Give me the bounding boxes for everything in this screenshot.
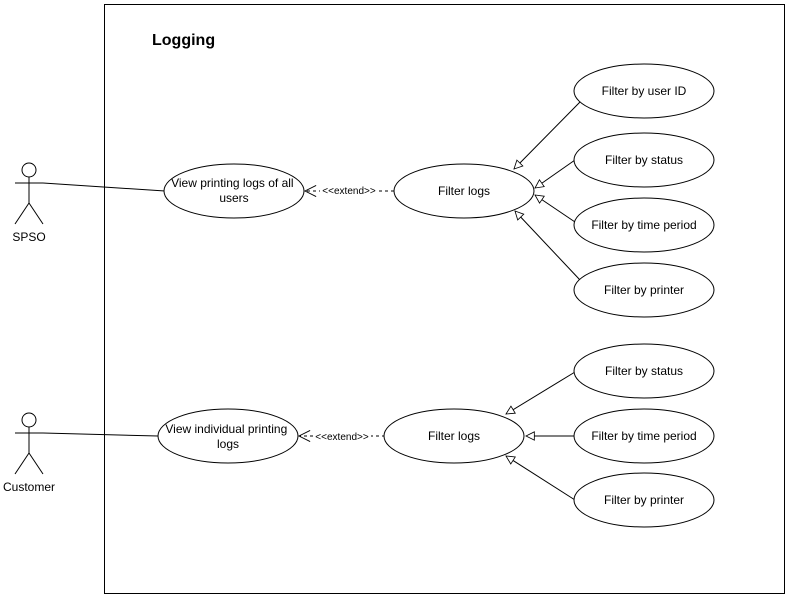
use-case-filter-logs-top-label: Filter logs bbox=[438, 184, 490, 198]
generalization-printer-top bbox=[515, 211, 581, 281]
use-case-filter-printer-top: Filter by printer bbox=[573, 262, 715, 318]
use-case-filter-logs-bottom-label: Filter logs bbox=[428, 429, 480, 443]
generalization-status-bottom bbox=[506, 371, 576, 414]
generalization-status-top bbox=[535, 159, 576, 188]
use-case-filter-logs-bottom: Filter logs bbox=[383, 408, 525, 464]
use-case-filter-time-top-label: Filter by time period bbox=[591, 218, 696, 232]
use-case-filter-time-bottom-label: Filter by time period bbox=[591, 429, 696, 443]
use-case-filter-status-top: Filter by status bbox=[573, 132, 715, 188]
actor-spso: SPSO bbox=[12, 162, 46, 244]
use-case-filter-status-bottom: Filter by status bbox=[573, 343, 715, 399]
use-case-filter-status-bottom-label: Filter by status bbox=[605, 364, 683, 378]
use-case-view-individual-logs-label: View individual printing logs bbox=[165, 422, 290, 451]
use-case-filter-printer-bottom-label: Filter by printer bbox=[604, 493, 684, 507]
use-case-view-all-logs-label: View printing logs of all users bbox=[171, 176, 297, 205]
use-case-view-all-logs: View printing logs of all users bbox=[163, 163, 305, 219]
use-case-filter-time-bottom: Filter by time period bbox=[573, 408, 715, 464]
boundary-title: Logging bbox=[152, 32, 215, 49]
actor-spso-label: SPSO bbox=[12, 230, 45, 244]
generalization-user-id bbox=[514, 101, 581, 169]
use-case-filter-time-top: Filter by time period bbox=[573, 197, 715, 253]
association-customer bbox=[42, 432, 159, 437]
generalization-time-top bbox=[535, 195, 576, 223]
use-case-filter-user-id-label: Filter by user ID bbox=[602, 84, 687, 98]
actor-customer-label: Customer bbox=[3, 480, 55, 494]
actor-customer: Customer bbox=[3, 412, 55, 494]
use-case-filter-printer-bottom: Filter by printer bbox=[573, 472, 715, 528]
use-case-filter-logs-top: Filter logs bbox=[393, 163, 535, 219]
use-case-filter-printer-top-label: Filter by printer bbox=[604, 283, 684, 297]
use-case-filter-status-top-label: Filter by status bbox=[605, 153, 683, 167]
extend-label-bottom: <<extend>> bbox=[315, 432, 369, 443]
extend-label-top: <<extend>> bbox=[322, 186, 376, 197]
association-spso bbox=[42, 182, 166, 192]
generalization-printer-bottom bbox=[506, 456, 576, 501]
use-case-view-individual-logs: View individual printing logs bbox=[157, 408, 299, 464]
use-case-filter-user-id: Filter by user ID bbox=[573, 63, 715, 119]
